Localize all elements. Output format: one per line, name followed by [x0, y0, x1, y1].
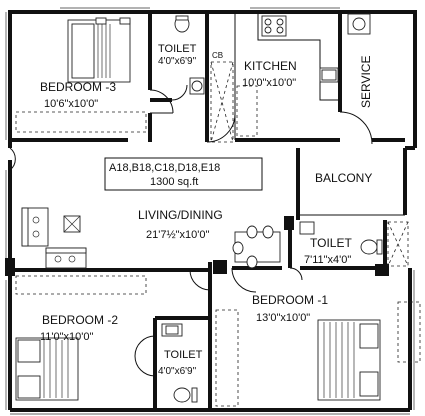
bedroom1-size: 13'0"x10'0"	[256, 312, 310, 324]
toilet-bottom-fixtures	[161, 323, 198, 403]
sofa-set	[21, 207, 87, 269]
windows	[5, 7, 415, 415]
toilet-right-door[interactable]	[289, 267, 303, 281]
service-fixtures	[347, 13, 371, 35]
kitchen-size: 10'0"x10'0"	[242, 77, 296, 89]
bedroom3-wardrobe	[15, 111, 147, 133]
toilet-top-size: 4'0"x6'9"	[158, 56, 197, 67]
unit-numbers: A18,B18,C18,D18,E18	[109, 162, 220, 174]
bedroom2-bed	[15, 337, 79, 401]
living-name: LIVING/DINING	[138, 208, 223, 222]
bedroom3-door[interactable]	[149, 89, 174, 114]
dining-table	[232, 225, 281, 269]
unit-area: 1300 sq.ft	[150, 176, 198, 188]
toilet-top-door[interactable]	[171, 84, 188, 101]
bedroom1-door[interactable]	[231, 267, 257, 293]
living-size: 21'7½"x10'0"	[146, 229, 209, 241]
bedroom1-window-bay	[397, 301, 421, 363]
bedroom2-door[interactable]	[189, 269, 211, 291]
cb-label: CB	[212, 51, 223, 60]
bedroom3-bed	[67, 17, 131, 83]
bedroom2-size: 11'0"x10'0"	[40, 331, 93, 343]
bedroom2-wardrobe	[15, 275, 147, 295]
cb-duct	[210, 61, 234, 143]
toilet-right-fixtures	[299, 221, 409, 267]
kitchen-door[interactable]	[206, 113, 236, 143]
service-door[interactable]	[339, 111, 373, 145]
main-door[interactable]	[9, 147, 16, 171]
bedroom1-bed	[317, 319, 381, 401]
toilet-bottom-name: TOILET	[164, 349, 203, 361]
bedroom1-wardrobe	[215, 309, 239, 407]
pillars	[5, 216, 389, 276]
kitchen-name: KITCHEN	[244, 59, 297, 73]
bedroom1-name: BEDROOM -1	[252, 293, 328, 307]
unit-info-box	[104, 157, 263, 191]
bedroom3-size: 10'6"x10'0"	[44, 98, 98, 110]
service-name: SERVICE	[359, 56, 373, 108]
toilet-top-fixtures	[174, 15, 205, 95]
kitchen-counter	[234, 12, 340, 140]
bedroom3-name: BEDROOM -3	[40, 80, 116, 94]
bedroom2-name: BEDROOM -2	[42, 313, 118, 327]
toilet-right-size: 7'11"x4'0"	[304, 254, 351, 266]
toilet-bottom-size: 4'0"x6'9"	[158, 366, 197, 377]
balcony-name: BALCONY	[315, 171, 372, 185]
toilet-top-name: TOILET	[158, 43, 197, 55]
walls	[8, 10, 417, 412]
toilet-right-name: TOILET	[310, 236, 352, 250]
toilet-bottom-door[interactable]	[134, 335, 156, 377]
